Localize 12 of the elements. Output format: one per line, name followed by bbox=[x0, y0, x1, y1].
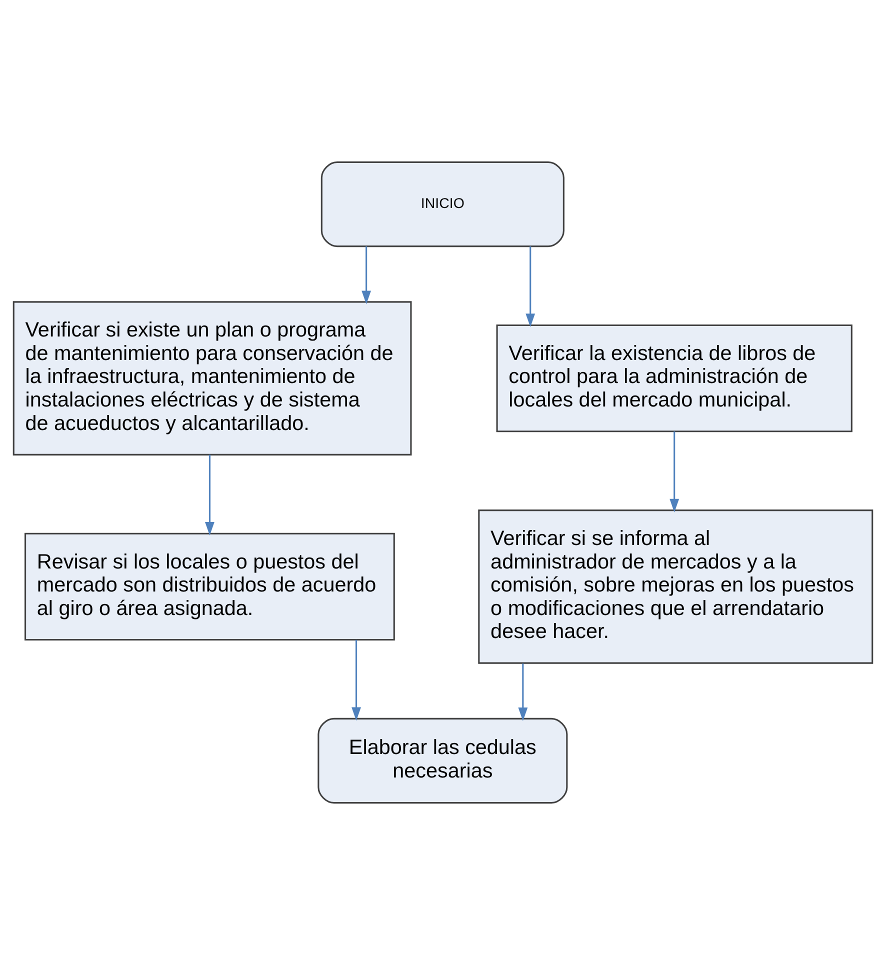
arrow bbox=[352, 639, 361, 720]
arrow bbox=[205, 454, 214, 535]
arrow bbox=[518, 663, 528, 721]
node-box: Elaborar las cedulas necesarias bbox=[318, 717, 568, 804]
arrow bbox=[362, 246, 372, 304]
arrow bbox=[670, 430, 680, 512]
node-box: Revisar si los locales o puestos del mercado son distribuidos de acuerdo al giro o área asignada. bbox=[24, 532, 395, 640]
node-box: Verificar la existencia de libros de control para la administración de locales del mercado municipal. bbox=[496, 324, 852, 432]
node-box: INICIO bbox=[320, 160, 564, 247]
node-box: Verificar si se informa al administrador de mercados y a la comisión, sobre mejoras en los puestos o modificaciones que el arrendatario desee hacer. bbox=[478, 509, 874, 664]
arrow bbox=[526, 246, 536, 327]
node-box: Verificar si existe un plan o programa de mantenimiento para conservación de la infraestructura, mantenimiento de instalaciones eléctricas y de sistema de acueductos y alcantarillado. bbox=[12, 300, 412, 455]
